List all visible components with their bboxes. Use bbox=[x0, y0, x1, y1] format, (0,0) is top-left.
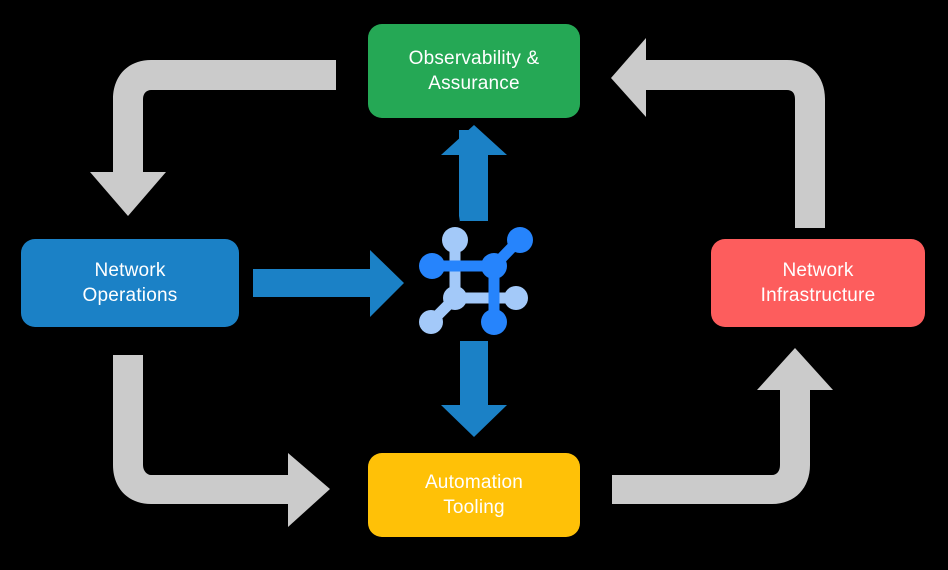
arrow-automation-to-infrastructure bbox=[612, 348, 833, 504]
network-topology-icon bbox=[419, 227, 533, 335]
arrow-observability-to-operations bbox=[90, 60, 336, 216]
arrow-infrastructure-to-observability bbox=[611, 38, 825, 228]
arrow-hub-to-automation bbox=[441, 341, 507, 437]
arrow-operations-to-hub bbox=[253, 250, 404, 317]
topology-light-nodes bbox=[419, 227, 528, 334]
topology-dark-nodes bbox=[419, 227, 533, 335]
arrow-hub-to-observability-shape bbox=[441, 125, 507, 221]
node-automation-tooling[interactable]: Automation Tooling bbox=[368, 453, 580, 537]
node-observability-assurance[interactable]: Observability & Assurance bbox=[368, 24, 580, 118]
node-network-infrastructure[interactable]: Network Infrastructure bbox=[711, 239, 925, 327]
node-network-operations[interactable]: Network Operations bbox=[21, 239, 239, 327]
arrow-operations-to-automation bbox=[113, 355, 330, 527]
